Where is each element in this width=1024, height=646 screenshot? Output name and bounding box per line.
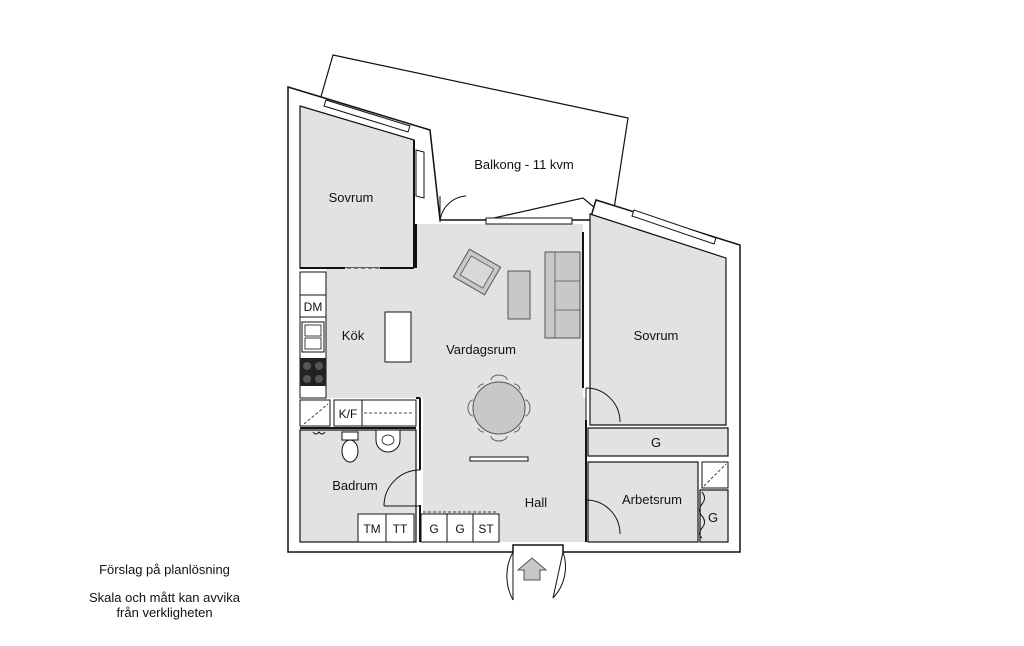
balcony-label: Balkong - 11 kvm: [474, 157, 573, 172]
office-cabinet-diagonal: [703, 463, 727, 487]
coffee-table: [507, 270, 531, 320]
sink-basin-1: [304, 324, 322, 337]
hall-storage: [472, 513, 500, 543]
dryer: [385, 513, 415, 543]
office-wardrobe-label: G: [708, 510, 718, 525]
shower-tap-icon: [312, 431, 326, 435]
dryer-label: TT: [393, 522, 408, 536]
hall-label: Hall: [525, 495, 548, 510]
bathroom-label: Badrum: [332, 478, 378, 493]
hall-storage-label: ST: [478, 522, 494, 536]
wardrobe-bedroom-floor: [587, 427, 729, 457]
proposal-note: Förslag på planlösning: [99, 562, 230, 577]
kitchen-label: Kök: [342, 328, 365, 343]
stove-burner: [303, 375, 311, 383]
dishwasher-label: DM: [304, 300, 323, 314]
counter-bottom: [299, 399, 331, 427]
toilet: [341, 431, 359, 463]
dishwasher: [299, 294, 327, 318]
windows: [323, 99, 717, 245]
scale-note-line1: Skala och mått kan avvika: [88, 590, 241, 605]
kitchen-island: [384, 311, 412, 363]
door-swings: [333, 195, 720, 601]
hall-shelf: [469, 456, 529, 462]
armchair: [452, 248, 502, 296]
sofa: [544, 251, 581, 339]
kitchen-floor: [326, 268, 416, 398]
hall-wardrobe-2-label: G: [455, 522, 464, 536]
stove-burner: [303, 362, 311, 370]
hall-wardrobe-1-label: G: [429, 522, 438, 536]
washing-machine: [357, 513, 387, 543]
bedroom-right-floor: [589, 213, 727, 426]
office-wardrobe-curtain: [699, 491, 705, 539]
stove: [300, 358, 326, 386]
scale-note-line2: från verkligheten: [116, 605, 213, 620]
bedroom-left-label: Sovrum: [329, 190, 374, 205]
entrance-arrow-icon: [516, 557, 548, 581]
stove-burner: [315, 375, 323, 383]
living-room-label: Vardagsrum: [446, 342, 516, 357]
stove-burner: [315, 362, 323, 370]
washbasin: [375, 429, 401, 453]
office-label: Arbetsrum: [622, 492, 682, 507]
counter-bottom-diagonal: [303, 403, 329, 425]
bedroom-right-label: Sovrum: [634, 328, 679, 343]
sink: [301, 321, 325, 353]
bedroom-wardrobe-label: G: [651, 435, 661, 450]
fridge-freezer: [333, 399, 363, 427]
washing-machine-label: TM: [363, 522, 380, 536]
dining-set: [467, 374, 531, 442]
fridge-freezer-label: K/F: [339, 407, 358, 421]
sink-basin-2: [304, 337, 322, 350]
office-floor: [587, 461, 699, 543]
interior-walls: [300, 140, 587, 542]
